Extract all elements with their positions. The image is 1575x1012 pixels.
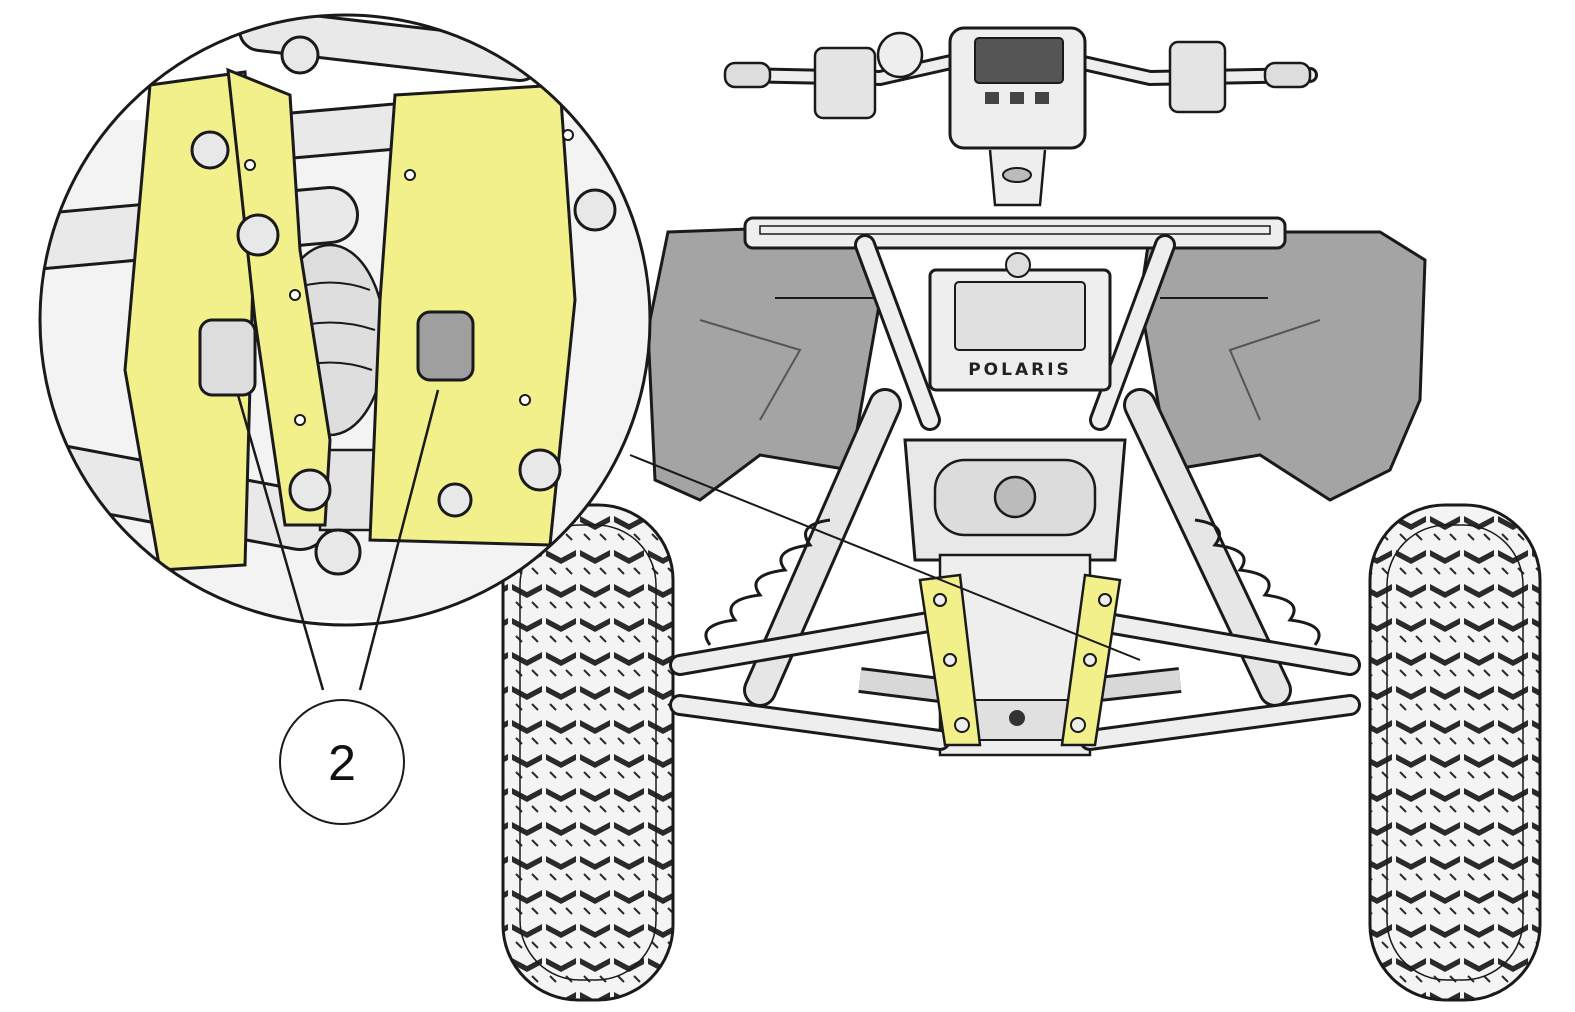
bracket-left-highlight <box>918 573 982 747</box>
handlebar-assembly <box>723 26 1318 207</box>
front-rack <box>743 216 1287 431</box>
callout-number: 2 <box>328 735 356 791</box>
left-front-tire <box>501 503 675 1002</box>
a-arms <box>669 609 1361 751</box>
front-plate: POLARIS <box>928 252 1112 392</box>
callout-2: 2 <box>236 389 440 825</box>
detail-plate-holes <box>244 129 574 426</box>
callout-circle <box>279 699 405 825</box>
detail-bolts <box>190 35 617 576</box>
bracket-right-highlight <box>1060 573 1122 747</box>
magnifier-leader-line <box>629 454 1141 661</box>
detail-magnifier <box>38 13 652 627</box>
right-front-tire <box>1368 503 1542 1002</box>
right-fender <box>1138 230 1427 502</box>
callout-leader-right <box>358 389 440 691</box>
callout-leader-left <box>236 394 325 691</box>
front-chassis <box>903 438 1127 757</box>
atv-body: POLARIS <box>501 26 1542 1002</box>
brand-plate-text: POLARIS <box>968 360 1072 380</box>
